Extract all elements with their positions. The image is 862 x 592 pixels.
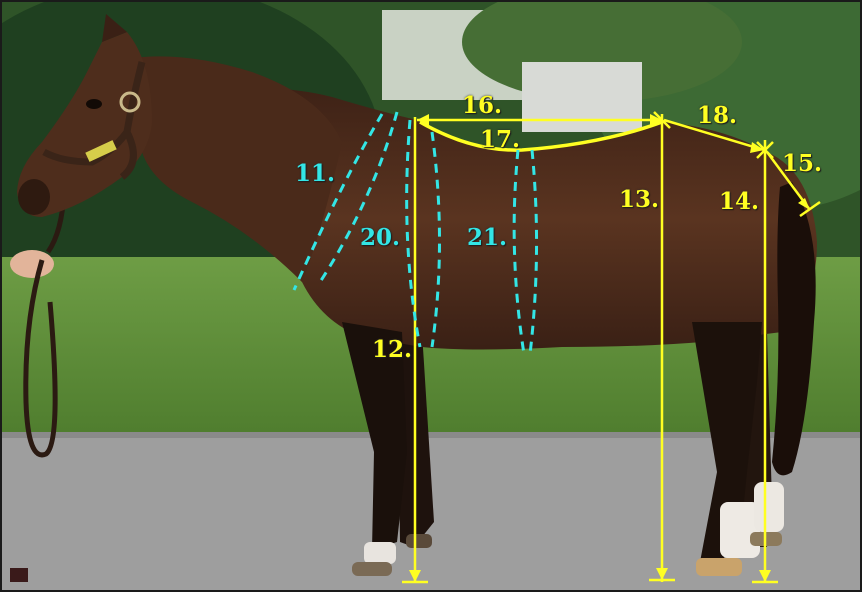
line-11-neck-back <box>318 111 399 283</box>
arrow-12-bottom <box>409 570 421 582</box>
near-foreleg <box>342 322 407 550</box>
far-fore-hoof <box>406 534 432 548</box>
measurement-arrowheads <box>409 114 810 582</box>
near-hindleg <box>692 322 762 562</box>
hind-hoof <box>696 558 742 576</box>
line-21-belly-back <box>528 149 539 355</box>
label-14: 14. <box>719 188 760 215</box>
horse-tail <box>772 182 816 476</box>
tick-15-end <box>799 200 821 218</box>
label-13: 13. <box>619 186 660 213</box>
label-16: 16. <box>462 92 503 119</box>
tick-14-top-b <box>756 141 774 159</box>
horse-eye <box>86 99 102 109</box>
label-20: 20. <box>360 224 401 251</box>
measurement-lines-yellow <box>402 111 821 584</box>
fore-hoof <box>352 562 392 576</box>
far-hind-sock <box>754 482 784 532</box>
horse-muzzle <box>18 179 50 215</box>
arrow-14-bottom <box>759 570 771 582</box>
line-18-croup <box>663 118 765 152</box>
label-17: 17. <box>480 126 521 153</box>
line-17-back-curve <box>419 120 663 152</box>
house-wall <box>522 62 642 132</box>
label-18: 18. <box>697 102 738 129</box>
line-11-neck-front <box>292 113 384 291</box>
handler-shoe <box>10 568 28 582</box>
arrow-18-end <box>750 142 764 153</box>
horse-ear <box>102 14 127 42</box>
measurement-lines-cyan <box>292 111 539 355</box>
halter-nameplate <box>85 140 117 162</box>
label-12: 12. <box>372 336 413 363</box>
horse <box>17 14 817 576</box>
handler <box>10 191 67 582</box>
fore-hoof-white <box>364 542 396 564</box>
arrow-16-right <box>650 114 662 126</box>
horse-head <box>17 32 152 217</box>
arrow-13-bottom <box>656 568 668 580</box>
arrow-15-end <box>798 198 810 210</box>
horse-neck <box>112 56 342 282</box>
label-11: 11. <box>295 160 336 187</box>
halter-ring <box>119 91 141 113</box>
line-21-belly-front <box>512 149 526 355</box>
label-15: 15. <box>782 150 823 177</box>
arrow-16-left <box>417 114 429 126</box>
line-20-girth-front <box>405 119 422 348</box>
hind-sock-white <box>720 502 760 558</box>
label-21: 21. <box>467 224 508 251</box>
road-texture <box>2 432 860 438</box>
handler-hand <box>10 250 54 278</box>
